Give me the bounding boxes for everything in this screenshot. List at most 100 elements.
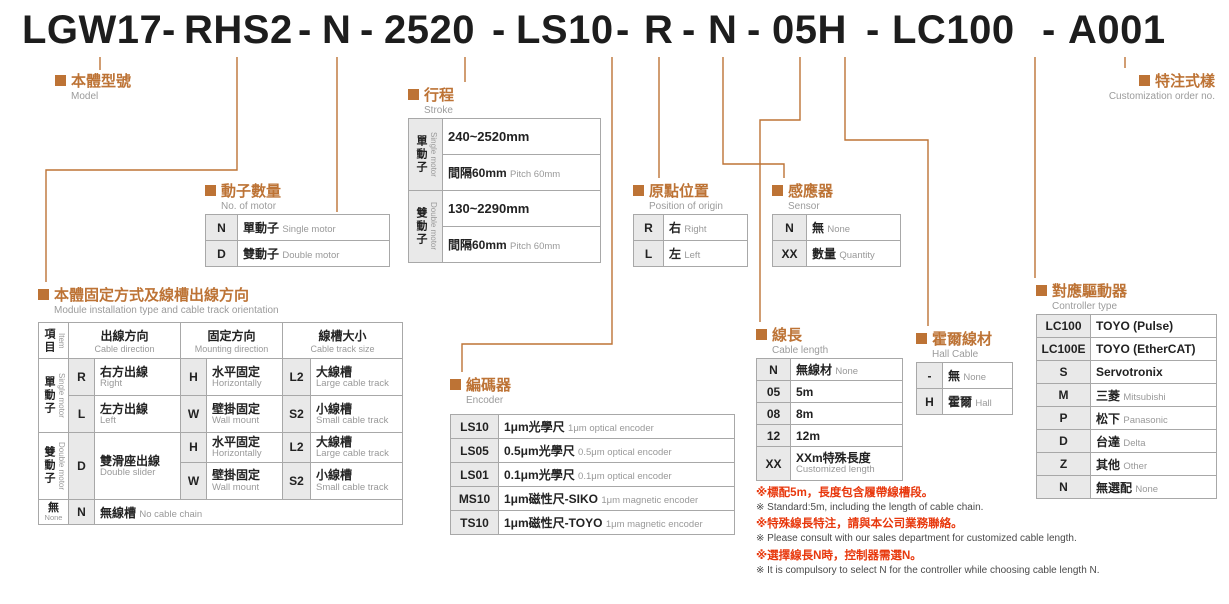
section-motor-count: 動子數量 No. of motor <box>205 180 281 212</box>
desc-cell: 台達 Delta <box>1090 429 1217 453</box>
code-segment-stroke: 2520 <box>384 8 475 52</box>
section-origin: 原點位置 Position of origin <box>633 180 723 212</box>
desc-cell: 1μm磁性尺-SIKO 1μm magnetic encoder <box>498 486 735 511</box>
desc-cell: 間隔60mm Pitch 60mm <box>442 226 601 263</box>
code-cell: L <box>68 395 95 433</box>
bullet-square-icon <box>450 379 461 390</box>
code-cell: L2 <box>282 358 311 396</box>
desc-cell: 無線槽 No cable chain <box>94 498 403 526</box>
code-cell: N <box>756 358 791 381</box>
cable-length-notes: ※標配5m，長度包含履帶線槽段。 ※ Standard:5m, includin… <box>756 486 1229 580</box>
code-dash: - <box>682 8 696 52</box>
desc-cell: 130~2290mm <box>442 190 601 227</box>
code-segment-controller: LC100 <box>892 8 1015 52</box>
code-dash: - <box>162 8 176 52</box>
desc-cell: 單動子 Single motor <box>237 214 390 241</box>
code-cell: D <box>68 432 95 500</box>
code-cell: MS10 <box>450 486 499 511</box>
bullet-square-icon <box>408 89 419 100</box>
code-cell: H <box>180 432 207 463</box>
code-cell: LS05 <box>450 438 499 463</box>
code-cell: L <box>633 240 664 267</box>
desc-cell: 1μm光學尺 1μm optical encoder <box>498 414 735 439</box>
code-segment-model: LGW17 <box>22 8 163 52</box>
code-cell: Z <box>1036 452 1091 476</box>
code-cell: R <box>633 214 664 241</box>
code-cell: H <box>180 358 207 396</box>
desc-cell: 數量 Quantity <box>806 240 901 267</box>
code-cell: S <box>1036 360 1091 384</box>
code-dash: - <box>492 8 506 52</box>
table-row: -無 None <box>916 362 1013 389</box>
section-model-title: 本體型號 <box>55 70 131 91</box>
section-stroke: 行程 Stroke <box>408 84 454 116</box>
desc-cell: 無 None <box>942 362 1013 389</box>
code-cell: D <box>1036 429 1091 453</box>
code-cell: L2 <box>282 432 311 463</box>
note: ※ Standard:5m, including the length of c… <box>756 501 984 513</box>
code-cell: - <box>916 362 943 389</box>
section-installation: 本體固定方式及線槽出線方向 Module installation type a… <box>38 284 279 316</box>
motor-count-table: N 單動子 Single motor D 雙動子 Double motor <box>205 214 390 267</box>
code-cell: 12 <box>756 424 791 447</box>
note: ※ It is compulsory to select N for the c… <box>756 564 1100 576</box>
section-sensor: 感應器 Sensor <box>772 180 833 212</box>
table-row: 間隔60mm Pitch 60mm <box>409 154 601 191</box>
desc-cell: 無 None <box>806 214 901 241</box>
code-cell: LC100 <box>1036 314 1091 338</box>
code-cell: R <box>68 358 95 396</box>
desc-cell: TOYO (EtherCAT) <box>1090 337 1217 361</box>
code-segment-encoder: LS10 <box>516 8 614 52</box>
code-cell: N <box>68 498 95 526</box>
desc-cell: 0.1μm光學尺 0.1μm optical encoder <box>498 462 735 487</box>
bullet-square-icon <box>772 185 783 196</box>
code-cell: W <box>180 395 207 433</box>
table-row: N 單動子 Single motor <box>205 214 390 241</box>
section-customization: 特注式樣 Customization order no. <box>1063 70 1215 102</box>
bullet-square-icon <box>756 329 767 340</box>
code-cell: LC100E <box>1036 337 1091 361</box>
desc-cell: 其他 Other <box>1090 452 1217 476</box>
code-segment-installation: RHS2 <box>184 8 293 52</box>
code-cell: H <box>916 388 943 415</box>
code-cell: M <box>1036 383 1091 407</box>
table-row: 間隔60mm Pitch 60mm <box>409 226 601 263</box>
